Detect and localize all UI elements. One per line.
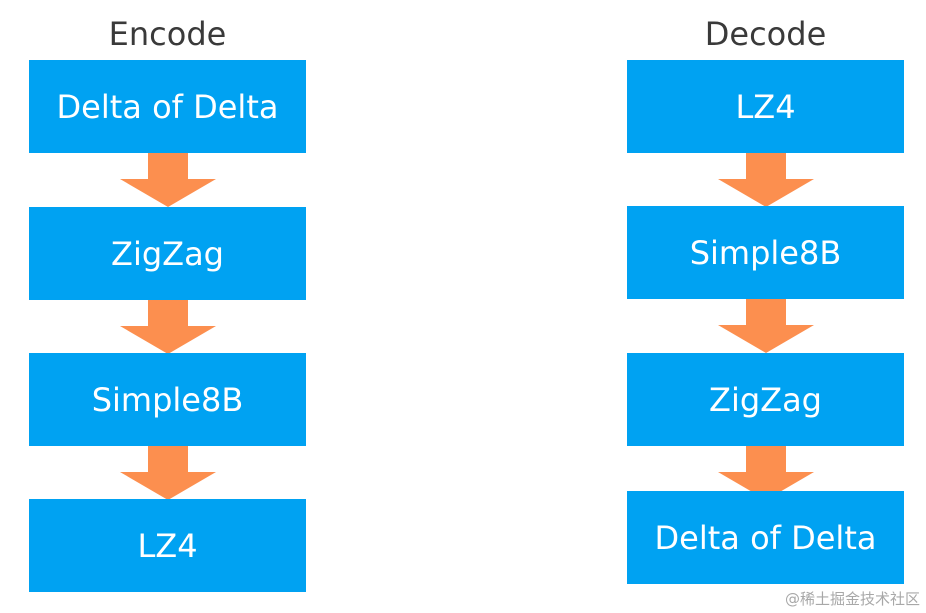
decode-step-delta-of-delta: Delta of Delta <box>627 491 904 584</box>
encode-step-lz4: LZ4 <box>29 499 306 592</box>
decode-step-zigzag: ZigZag <box>627 353 904 446</box>
encode-step-simple8b: Simple8B <box>29 353 306 446</box>
decode-step-lz4: LZ4 <box>627 60 904 153</box>
encode-step-zigzag: ZigZag <box>29 207 306 300</box>
encode-title: Encode <box>108 15 227 53</box>
encode-arrow-3 <box>120 446 216 500</box>
encode-arrow-1 <box>120 153 216 207</box>
decode-step-simple8b: Simple8B <box>627 206 904 299</box>
decode-arrow-3 <box>718 446 814 500</box>
watermark: @稀土掘金技术社区 <box>784 590 920 608</box>
encode-step-delta-of-delta: Delta of Delta <box>29 60 306 153</box>
encode-arrow-2 <box>120 300 216 354</box>
decode-title: Decode <box>704 15 827 53</box>
decode-arrow-2 <box>718 299 814 353</box>
decode-arrow-1 <box>718 153 814 207</box>
